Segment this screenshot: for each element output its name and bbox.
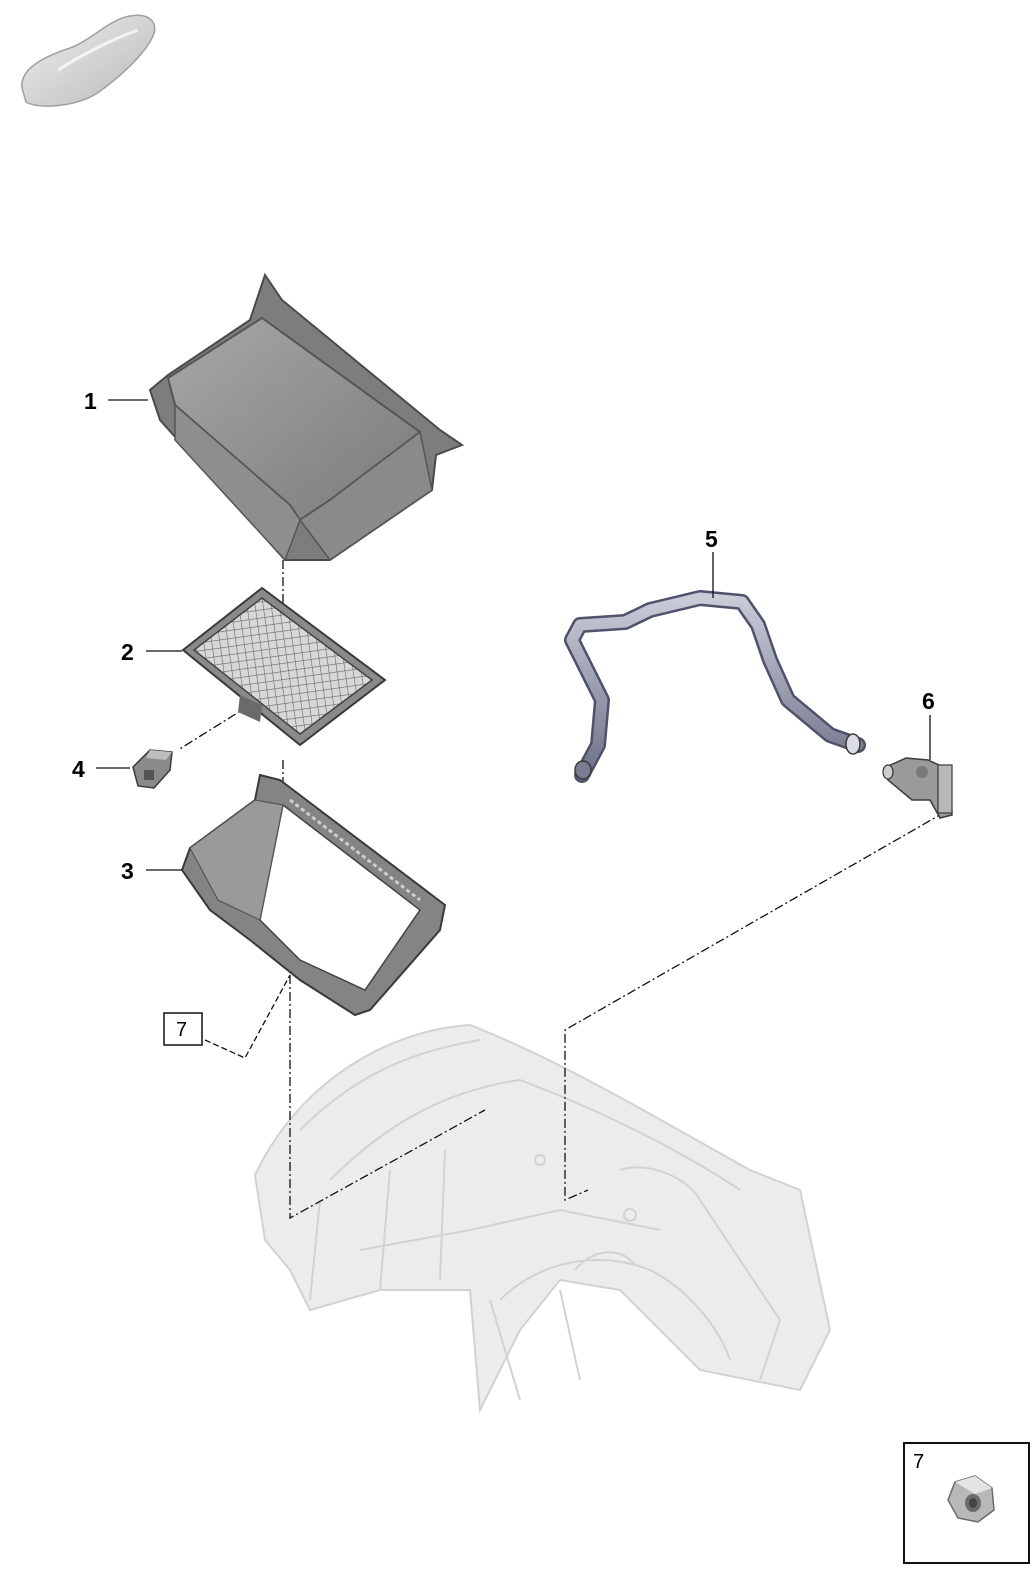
callout-1: 1: [84, 388, 97, 414]
callout-7-box: [163, 1012, 203, 1046]
part-4-clip: [132, 749, 173, 789]
callout-5: 5: [705, 526, 718, 552]
callout-3: 3: [121, 858, 134, 884]
callout-4: 4: [72, 756, 85, 782]
body-structure-background: [253, 1023, 832, 1414]
part-1-housing: [148, 272, 465, 562]
part-3-duct: [180, 773, 447, 1017]
car-silhouette-icon: [21, 14, 156, 107]
callout-6: 6: [922, 688, 935, 714]
part-6-connector: [882, 757, 953, 819]
leader-7: [204, 974, 291, 1059]
callout-7: 7: [176, 1019, 187, 1041]
nut-icon: [947, 1475, 995, 1523]
part-2-filter: [181, 586, 387, 747]
part-5-hose: [564, 590, 866, 783]
inset-label-7: 7: [913, 1451, 924, 1473]
callout-2: 2: [121, 639, 134, 665]
